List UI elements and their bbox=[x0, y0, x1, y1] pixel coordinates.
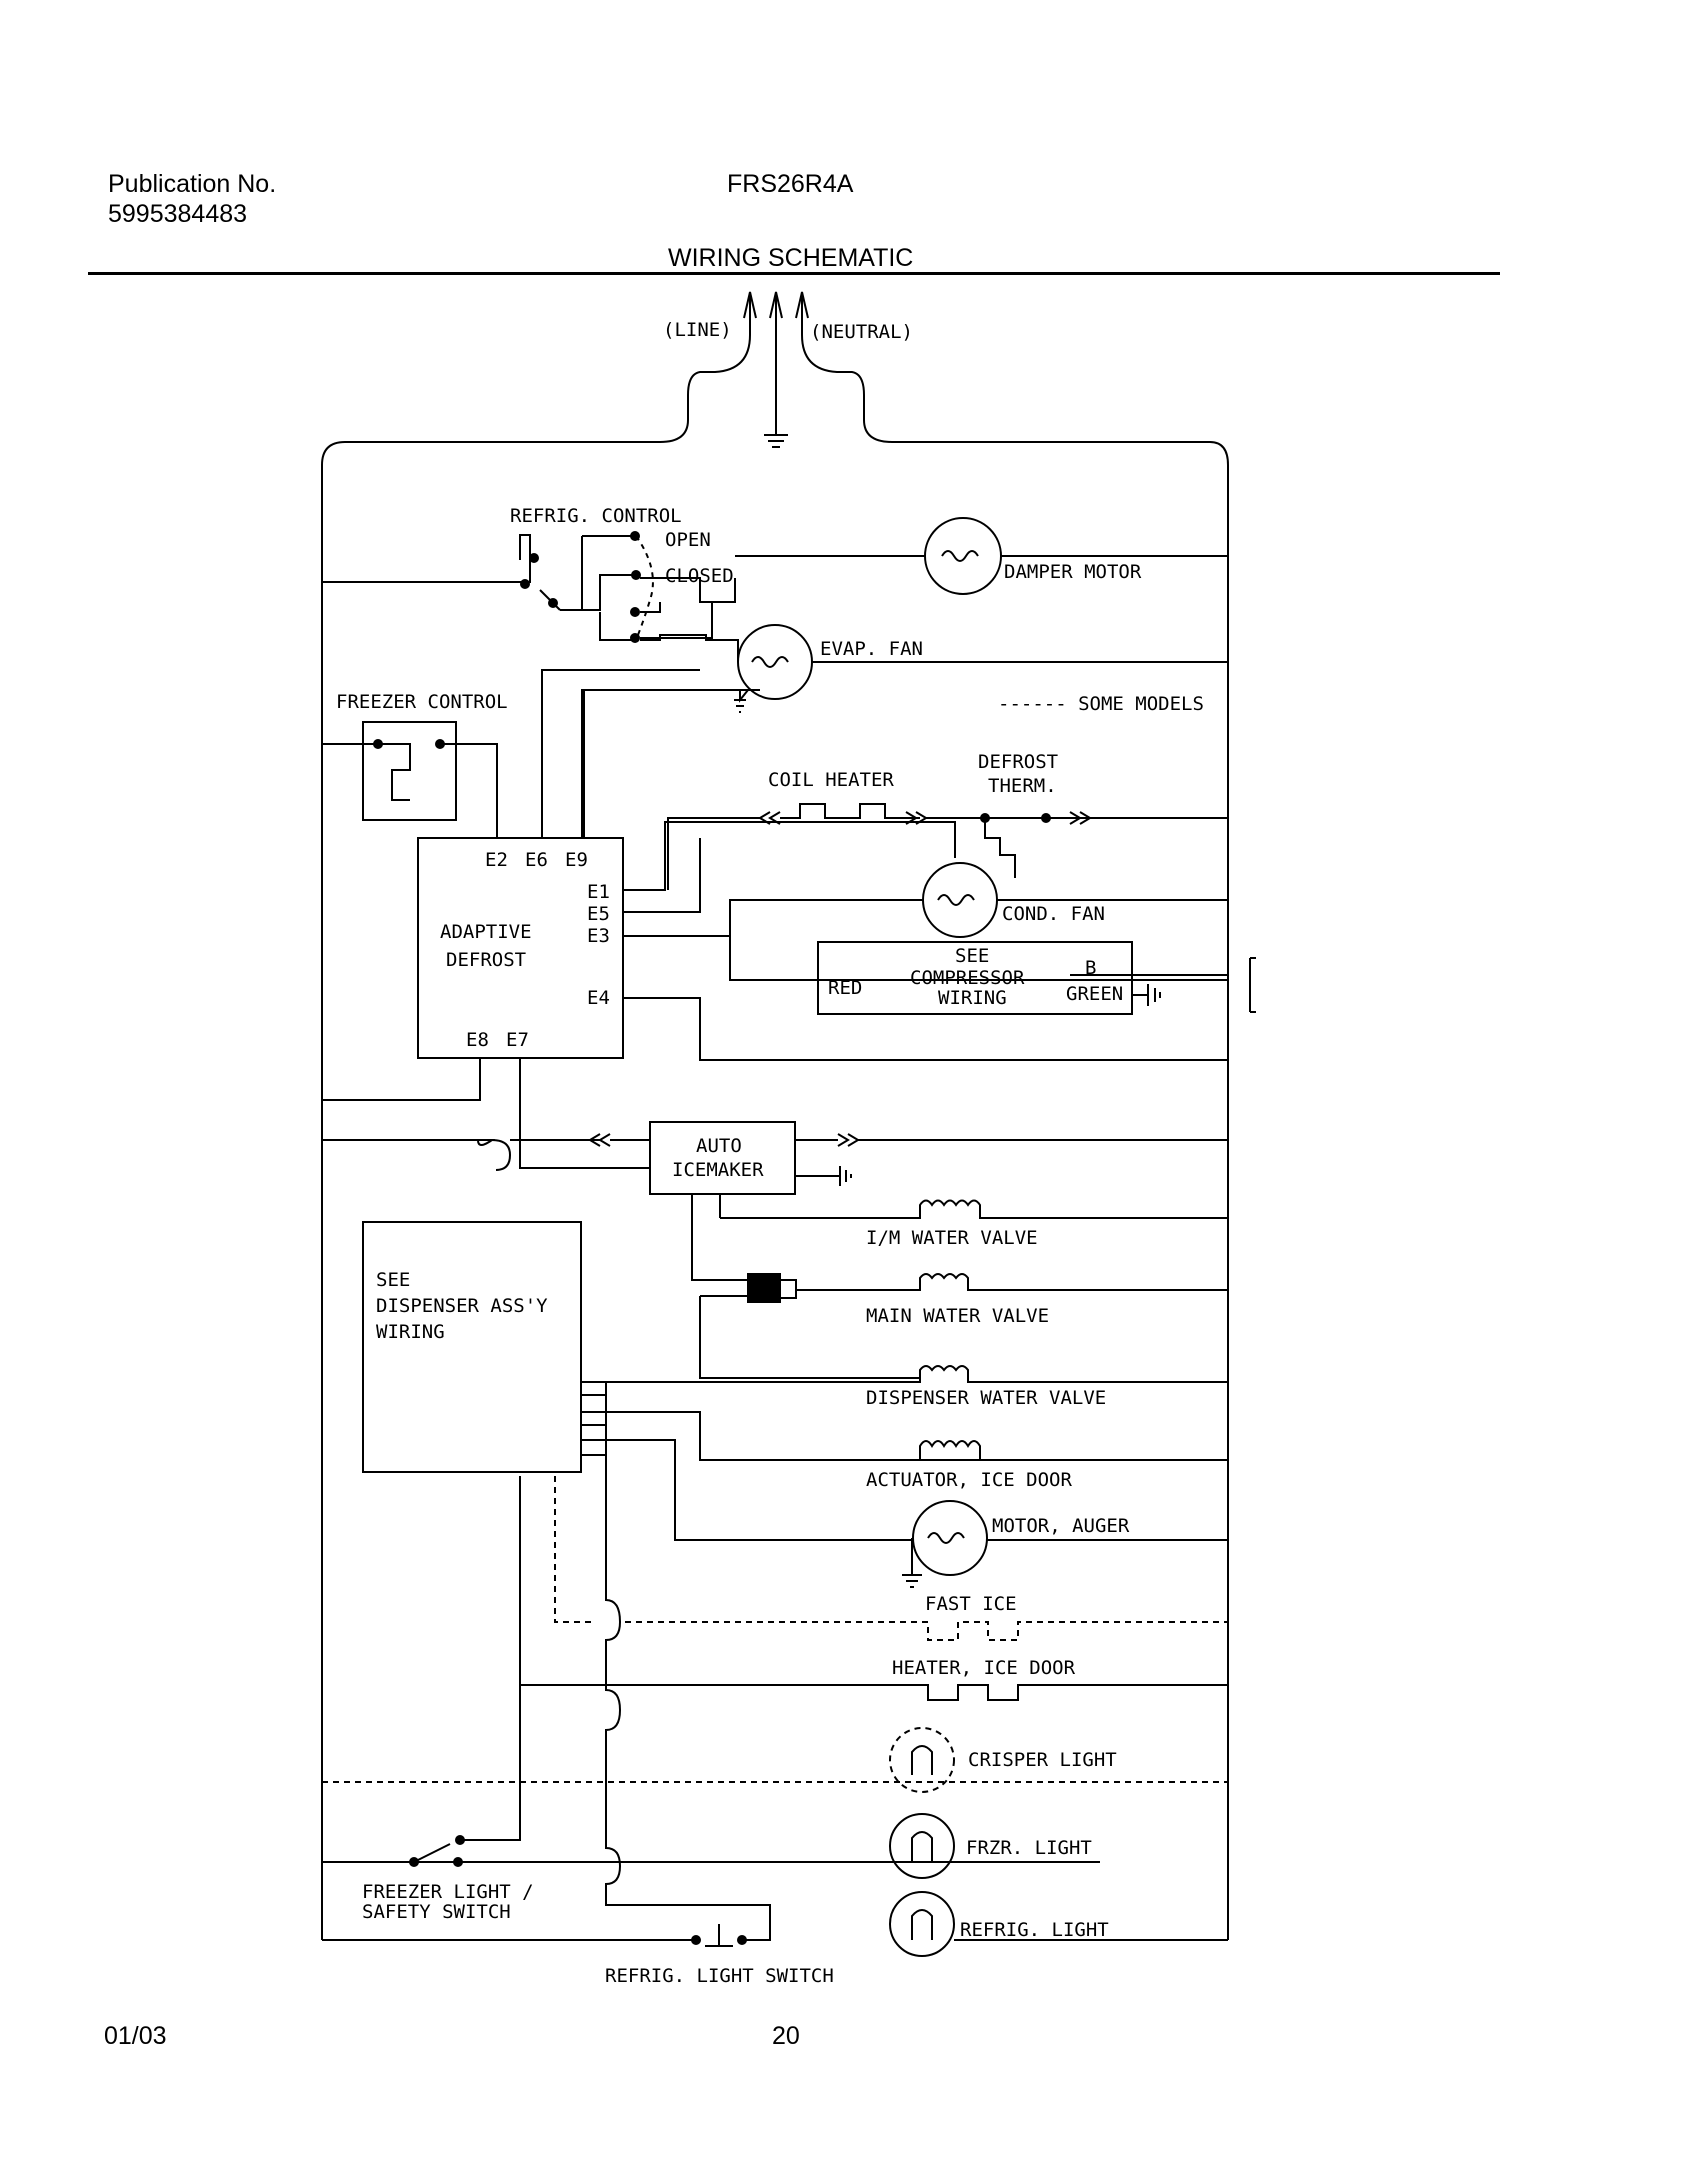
frzr-light-label: FRZR. LIGHT bbox=[966, 1837, 1092, 1859]
fast-ice bbox=[554, 1476, 1228, 1641]
see-dispenser-label: SEE bbox=[376, 1269, 410, 1291]
cond-fan-label: COND. FAN bbox=[1002, 903, 1105, 925]
dispenser-water-valve bbox=[580, 1365, 1228, 1383]
e8-label: E8 bbox=[466, 1029, 489, 1051]
main-water-valve-label: MAIN WATER VALVE bbox=[866, 1305, 1049, 1327]
dispenser-assy-label: DISPENSER ASS'Y bbox=[376, 1295, 548, 1317]
refrig-light-switch-label: REFRIG. LIGHT SWITCH bbox=[605, 1965, 834, 1987]
motor-auger-label: MOTOR, AUGER bbox=[992, 1515, 1130, 1537]
e6-label: E6 bbox=[525, 849, 548, 871]
freezer-control-label: FREEZER CONTROL bbox=[336, 691, 508, 713]
im-water-valve-label: I/M WATER VALVE bbox=[866, 1227, 1038, 1249]
heater-ice-door bbox=[519, 1476, 1228, 1701]
im-water-valve bbox=[720, 1199, 1228, 1219]
crisper-light-label: CRISPER LIGHT bbox=[968, 1749, 1117, 1771]
page-title: WIRING SCHEMATIC bbox=[668, 244, 914, 272]
auto-icemaker bbox=[322, 1120, 1228, 1281]
neutral-label: (NEUTRAL) bbox=[810, 321, 913, 343]
cond-fan bbox=[922, 862, 1228, 938]
coil-heater-label: COIL HEATER bbox=[768, 769, 894, 791]
dispenser-water-valve-label: DISPENSER WATER VALVE bbox=[866, 1387, 1106, 1409]
e9-label: E9 bbox=[565, 849, 588, 871]
compressor-label: COMPRESSOR bbox=[910, 967, 1025, 989]
title-rule bbox=[88, 272, 1500, 275]
publication-number: 5995384483 bbox=[108, 200, 248, 228]
power-plug bbox=[321, 291, 1229, 1940]
e3-label: E3 bbox=[587, 925, 610, 947]
crisper-light bbox=[322, 1727, 1228, 1793]
refrig-light-switch bbox=[322, 1924, 770, 1947]
refrig-light bbox=[889, 1891, 1228, 1957]
dispenser-assy-box bbox=[362, 1221, 771, 1941]
freezer-light-safety-switch bbox=[409, 1835, 465, 1867]
defrost-therm-label: DEFROST bbox=[978, 751, 1058, 773]
freezer-light-label: FREEZER LIGHT / bbox=[362, 1881, 534, 1903]
defrost-board-label: DEFROST bbox=[446, 949, 526, 971]
safety-switch-label: SAFETY SWITCH bbox=[362, 1901, 511, 1923]
damper-motor-label: DAMPER MOTOR bbox=[1004, 561, 1142, 583]
evap-fan bbox=[640, 624, 1228, 713]
footer-date: 01/03 bbox=[104, 2022, 167, 2050]
refrig-light-label: REFRIG. LIGHT bbox=[960, 1919, 1109, 1941]
refrig-control-switch bbox=[322, 531, 926, 643]
red-label: RED bbox=[828, 977, 862, 999]
model-number: FRS26R4A bbox=[727, 170, 854, 198]
therm-label: THERM. bbox=[988, 775, 1057, 797]
heater-ice-door-label: HEATER, ICE DOOR bbox=[892, 1657, 1076, 1679]
some-models-note: ------ SOME MODELS bbox=[998, 693, 1204, 715]
fast-ice-label: FAST ICE bbox=[925, 1593, 1017, 1615]
evap-fan-label: EVAP. FAN bbox=[820, 638, 923, 660]
see-compressor-label: SEE bbox=[955, 945, 989, 967]
line-label: (LINE) bbox=[663, 319, 732, 341]
open-label: OPEN bbox=[665, 529, 711, 551]
dispenser-wiring-label: WIRING bbox=[376, 1321, 445, 1343]
main-water-valve bbox=[699, 1273, 1228, 1379]
green-label: GREEN bbox=[1066, 983, 1123, 1005]
damper-motor bbox=[924, 517, 1228, 595]
e7-label: E7 bbox=[506, 1029, 529, 1051]
coil-heater bbox=[667, 803, 1228, 890]
e5-label: E5 bbox=[587, 903, 610, 925]
icemaker-label: ICEMAKER bbox=[672, 1159, 764, 1181]
actuator-ice-door bbox=[580, 1411, 1228, 1461]
actuator-ice-door-label: ACTUATOR, ICE DOOR bbox=[866, 1469, 1072, 1491]
freezer-control bbox=[322, 721, 498, 838]
adaptive-label: ADAPTIVE bbox=[440, 921, 532, 943]
page-number: 20 bbox=[772, 2022, 800, 2050]
b-label: B bbox=[1085, 957, 1096, 979]
adaptive-defrost-board bbox=[322, 669, 1228, 1120]
e2-label: E2 bbox=[485, 849, 508, 871]
compressor-wiring-box bbox=[730, 941, 1256, 1015]
refrig-control-label: REFRIG. CONTROL bbox=[510, 505, 682, 527]
closed-label: CLOSED bbox=[665, 565, 734, 587]
e4-label: E4 bbox=[587, 987, 610, 1009]
e1-label: E1 bbox=[587, 881, 610, 903]
motor-auger bbox=[580, 1439, 1228, 1588]
frzr-light bbox=[322, 1813, 1100, 1879]
auto-label: AUTO bbox=[696, 1135, 742, 1157]
publication-label: Publication No. bbox=[108, 170, 277, 198]
compressor-wiring-label: WIRING bbox=[938, 987, 1007, 1009]
